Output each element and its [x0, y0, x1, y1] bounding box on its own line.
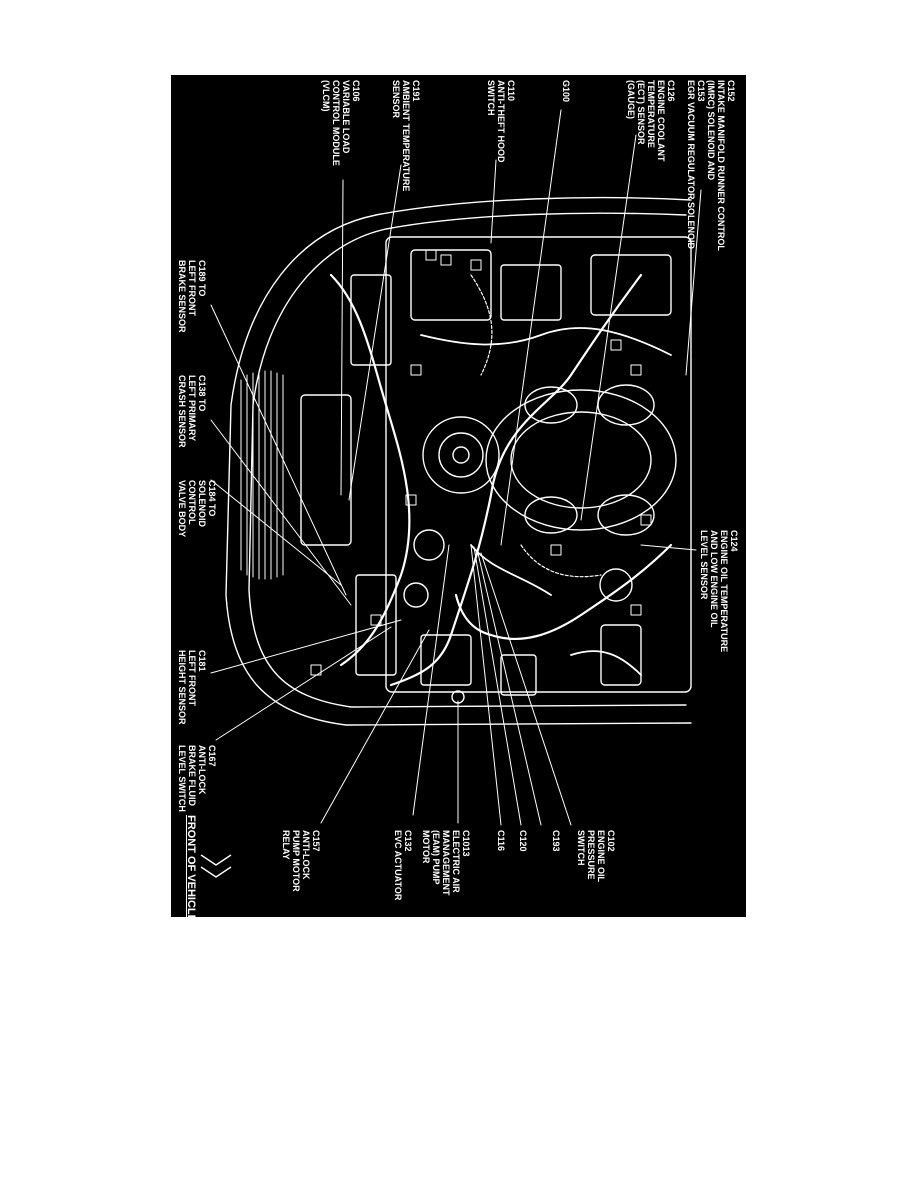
callout-line: AMBIENT TEMPERATURE — [401, 80, 411, 192]
callout-line: CRASH SENSOR — [177, 375, 187, 448]
body-outline-inner — [248, 212, 687, 708]
callout-line: AND LOW ENGINE OIL — [709, 530, 719, 628]
callout-line: (EAM) PUMP — [431, 830, 441, 885]
callout-line: PUMP MOTOR — [291, 830, 301, 892]
callout-line: C110 — [506, 80, 516, 102]
callout-line: ENGINE COOLANT — [656, 80, 666, 162]
callout-line: C157 — [311, 830, 321, 852]
callout-line: G100 — [561, 80, 571, 103]
callout-line: C102 — [606, 830, 616, 852]
callout-line: LEVEL SWITCH — [177, 745, 187, 812]
wiring-harness — [389, 273, 643, 687]
callout-line: HEIGHT SENSOR — [177, 650, 187, 725]
engine-compartment — [385, 236, 692, 693]
callout-line: C120 — [518, 830, 528, 852]
body-outline — [225, 196, 692, 726]
callout-line: BRAKE SENSOR — [177, 260, 187, 333]
callout-line: INTAKE MANIFOLD RUNNER CONTROL — [716, 80, 726, 251]
callout-line: C181 — [197, 650, 207, 672]
callout-line: BRAKE FLUID — [187, 745, 197, 806]
callout-c1013: C1013 ELECTRIC AIR MANAGEMENT (EAM) PUMP… — [421, 830, 471, 896]
callout-line: MOTOR — [421, 830, 431, 864]
callout-line: C124 — [729, 530, 739, 552]
callout-c102: C102 ENGINE OIL PRESSURE SWITCH — [576, 830, 616, 882]
callout-line: ANTI-LOCK — [301, 830, 311, 880]
front-direction-arrow — [200, 854, 232, 878]
callout-c132: C132 EVC ACTUATOR — [393, 830, 413, 900]
grille — [240, 370, 284, 580]
callout-line: C126 — [666, 80, 676, 102]
callout-c126: C126 ENGINE COOLANT TEMPERATURE (ECT) SE… — [626, 80, 676, 162]
intake-manifold — [485, 389, 677, 531]
callout-c152: C152 INTAKE MANIFOLD RUNNER CONTROL (IMR… — [686, 80, 736, 251]
alternator — [413, 529, 445, 561]
leader-lines — [210, 109, 702, 826]
callout-line: (VLCM) — [321, 80, 331, 112]
callout-line: MANAGEMENT — [441, 830, 451, 896]
callout-c116: C116 — [496, 830, 506, 851]
callout-line: C167 — [207, 745, 217, 767]
callout-c167: C167 ANTI-LOCK BRAKE FLUID LEVEL SWITCH — [177, 745, 217, 812]
callout-line: C132 — [403, 830, 413, 852]
callout-line: LEVEL SENSOR — [699, 530, 709, 600]
callout-line: C193 — [551, 830, 561, 852]
callout-line: (GAUGE) — [626, 80, 636, 119]
callout-line: ANTI-LOCK — [197, 745, 207, 795]
callout-c193: C193 — [551, 830, 561, 852]
callout-line: CONTROL MODULE — [331, 80, 341, 166]
engine-wiring-diagram: C152 INTAKE MANIFOLD RUNNER CONTROL (IMR… — [171, 75, 746, 922]
callout-line: C1013 — [461, 830, 471, 857]
callout-line: LEFT FRONT — [187, 650, 197, 706]
callout-line: TEMPERATURE — [646, 80, 656, 148]
callout-line: EVC ACTUATOR — [393, 830, 403, 901]
throttle-body — [422, 416, 500, 494]
callout-line: C106 — [351, 80, 361, 102]
callout-line: ENGINE OIL — [596, 830, 606, 883]
engine-bay-illustration — [200, 109, 702, 878]
callout-line: C116 — [496, 830, 506, 852]
callout-g100: G100 — [561, 80, 571, 102]
callout-c189: C189 TO LEFT FRONT BRAKE SENSOR — [177, 260, 207, 333]
front-of-vehicle-label: FRONT OF VEHICLE — [185, 815, 197, 922]
callout-line: EGR VACUUM REGULATOR SOLENOID — [686, 80, 696, 250]
callout-c138: C138 TO LEFT PRIMARY CRASH SENSOR — [177, 375, 207, 448]
callout-line: ANTI-THEFT HOOD — [496, 80, 506, 163]
callout-line: SOLENOID — [197, 480, 207, 528]
radiator-support — [300, 394, 352, 546]
callout-line: C191 — [411, 80, 421, 102]
callout-line: CONTROL — [187, 480, 197, 525]
callout-line: (IMRC) SOLENOID AND — [706, 80, 716, 181]
callout-line: SWITCH — [576, 830, 586, 866]
callout-c106: C106 VARIABLE LOAD CONTROL MODULE (VLCM) — [321, 80, 361, 166]
callout-line: C152 — [726, 80, 736, 102]
callout-line: RELAY — [281, 830, 291, 860]
callout-line: SWITCH — [486, 80, 496, 116]
callout-line: VALVE BODY — [177, 480, 187, 538]
callout-line: C184 TO — [207, 480, 217, 517]
callout-c120: C120 — [518, 830, 528, 852]
callout-c184: C184 TO SOLENOID CONTROL VALVE BODY — [177, 480, 217, 537]
callout-line: (ECT) SENSOR — [636, 80, 646, 145]
callout-c157: C157 ANTI-LOCK PUMP MOTOR RELAY — [281, 830, 321, 892]
fuse-box — [410, 249, 492, 321]
callout-c81: C181 LEFT FRONT HEIGHT SENSOR — [177, 650, 207, 725]
callout-line: ENGINE OIL TEMPERATURE — [719, 530, 729, 653]
callout-line: LEFT PRIMARY — [187, 375, 197, 442]
callout-line: LEFT FRONT — [187, 260, 197, 316]
callout-line: PRESSURE — [586, 830, 596, 880]
callout-line: VARIABLE LOAD — [341, 80, 351, 154]
callout-c124: C124 ENGINE OIL TEMPERATURE AND LOW ENGI… — [699, 530, 739, 652]
callout-c191: C191 AMBIENT TEMPERATURE SENSOR — [391, 80, 421, 191]
callout-line: C189 TO — [197, 260, 207, 297]
callout-line: ELECTRIC AIR — [451, 830, 461, 893]
callout-c110: C110 ANTI-THEFT HOOD SWITCH — [486, 80, 516, 163]
callout-line: C138 TO — [197, 375, 207, 412]
callout-line: SENSOR — [391, 80, 401, 119]
callout-line: C153 — [696, 80, 706, 102]
